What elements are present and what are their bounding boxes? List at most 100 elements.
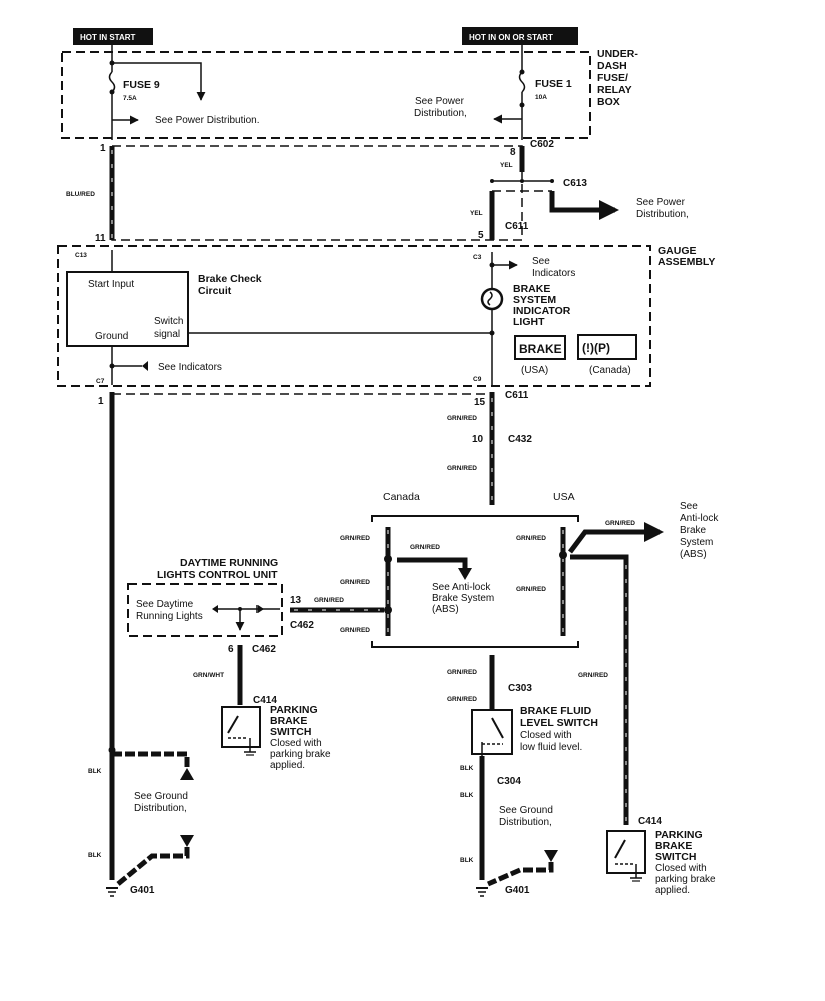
svg-text:GRN/RED: GRN/RED [447, 669, 477, 676]
svg-text:GAUGE: GAUGE [658, 245, 697, 257]
svg-text:GRN/RED: GRN/RED [447, 696, 477, 703]
svg-text:YEL: YEL [470, 210, 483, 217]
svg-text:System: System [680, 537, 713, 548]
svg-text:See Anti-lock: See Anti-lock [432, 582, 491, 593]
svg-text:FUSE 1: FUSE 1 [535, 78, 572, 90]
ground-g401-left: G401 [106, 885, 155, 897]
gauge-assembly-boundary [57, 245, 651, 387]
ground-distribution-right: See Ground Distribution, [486, 805, 558, 887]
svg-text:C7: C7 [96, 378, 105, 385]
svg-text:BLK: BLK [460, 857, 474, 864]
wire-yel-c611: YEL C611 5 [470, 191, 529, 241]
wire-to-power-distribution: See Power Distribution, [549, 191, 689, 220]
svg-text:C9: C9 [473, 376, 482, 383]
splice-c613: C613 [490, 178, 587, 192]
svg-text:FUSE 9: FUSE 9 [123, 79, 160, 91]
svg-text:parking brake: parking brake [270, 749, 331, 760]
svg-text:Running Lights: Running Lights [136, 611, 203, 622]
svg-text:C414: C414 [253, 695, 277, 706]
svg-text:10: 10 [472, 434, 484, 445]
wire-yel-c602: C602 8 YEL [500, 139, 554, 172]
wire-grn-red-trunk: 15 C611 GRN/RED 10 C432 GRN/RED [447, 390, 532, 505]
svg-text:DASH: DASH [597, 60, 627, 72]
svg-text:HOT IN ON OR START: HOT IN ON OR START [469, 33, 553, 42]
svg-text:See: See [680, 501, 698, 512]
svg-text:C611: C611 [505, 390, 529, 401]
wire-grn-wht: 6 C462 GRN/WHT C414 [193, 644, 277, 706]
svg-text:GRN/RED: GRN/RED [447, 465, 477, 472]
svg-text:Brake Check: Brake Check [198, 273, 262, 285]
svg-text:BRAKE: BRAKE [519, 342, 562, 356]
svg-text:(USA): (USA) [521, 365, 548, 376]
svg-text:See Ground: See Ground [134, 791, 188, 802]
svg-text:G401: G401 [505, 885, 530, 896]
connector-c13: C13 [75, 252, 87, 259]
svg-text:6: 6 [228, 644, 234, 655]
svg-text:Distribution,: Distribution, [636, 209, 689, 220]
svg-text:FUSE/: FUSE/ [597, 72, 628, 84]
wire-usa-parking: GRN/RED [570, 554, 629, 825]
svg-text:UNDER-: UNDER- [597, 48, 638, 60]
wire-usa: GRN/RED GRN/RED [516, 527, 567, 636]
hot-in-on-or-start-label: HOT IN ON OR START [462, 27, 578, 45]
svg-text:1: 1 [100, 143, 106, 154]
svg-text:USA: USA [553, 491, 575, 503]
svg-text:GRN/RED: GRN/RED [340, 627, 370, 634]
svg-text:See Daytime: See Daytime [136, 599, 194, 610]
wire-drl-c462: 13 GRN/RED C462 [290, 595, 384, 631]
svg-text:GRN/WHT: GRN/WHT [193, 672, 224, 679]
svg-text:DAYTIME RUNNING: DAYTIME RUNNING [180, 557, 278, 569]
svg-text:11: 11 [95, 233, 106, 244]
svg-text:See Power: See Power [636, 197, 686, 208]
svg-text:PARKING: PARKING [270, 704, 318, 716]
svg-text:Distribution,: Distribution, [499, 817, 552, 828]
harness-boundary-top [111, 145, 523, 241]
svg-text:Ground: Ground [95, 331, 128, 342]
wire-blu-red: 1 11 BLU/RED [66, 143, 115, 244]
svg-text:Start Input: Start Input [88, 279, 134, 290]
svg-text:Indicators: Indicators [532, 268, 575, 279]
canada-brake-symbol: (!)(P) (Canada) [577, 334, 637, 376]
canada-abs-branch: See Anti-lock Brake System (ABS) [397, 557, 494, 615]
svg-text:(Canada): (Canada) [589, 365, 631, 376]
brake-system-indicator-light: BRAKE SYSTEM INDICATOR LIGHT C9 [473, 283, 571, 385]
svg-text:INDICATOR: INDICATOR [513, 305, 571, 317]
svg-text:SWITCH: SWITCH [270, 726, 311, 738]
svg-text:Anti-lock: Anti-lock [680, 513, 719, 524]
svg-text:GRN/RED: GRN/RED [314, 597, 344, 604]
fuse-9: FUSE 9 7.5A See Power Distribution. [108, 45, 260, 140]
fuse-box-label: UNDER- DASH FUSE/ RELAY BOX [597, 48, 638, 108]
svg-text:ASSEMBLY: ASSEMBLY [658, 256, 715, 268]
svg-text:SYSTEM: SYSTEM [513, 294, 556, 306]
svg-text:Brake System: Brake System [432, 593, 494, 604]
ground-distribution-left: See Ground Distribution, [112, 751, 194, 886]
svg-text:Closed with: Closed with [270, 738, 322, 749]
svg-text:BLK: BLK [460, 792, 474, 799]
usa-abs-branch: GRN/RED See Anti-lock Brake System (ABS) [568, 501, 719, 560]
svg-text:BLK: BLK [88, 768, 102, 775]
wire-to-brake-fluid: GRN/RED C303 GRN/RED [447, 655, 532, 710]
svg-text:10A: 10A [535, 94, 547, 101]
svg-text:signal: signal [154, 329, 180, 340]
svg-text:GRN/RED: GRN/RED [516, 535, 546, 542]
svg-text:BLK: BLK [460, 765, 474, 772]
svg-text:parking brake: parking brake [655, 874, 716, 885]
brake-check-circuit: Start Input Ground Switch signal Brake C… [66, 271, 262, 347]
svg-text:BRAKE: BRAKE [655, 840, 692, 852]
svg-text:Closed with: Closed with [520, 730, 572, 741]
see-indicators-left: See Indicators C7 [96, 346, 222, 385]
svg-text:SWITCH: SWITCH [655, 851, 696, 863]
drl-control-unit: DAYTIME RUNNING LIGHTS CONTROL UNIT See … [127, 557, 283, 637]
svg-text:C304: C304 [497, 776, 521, 787]
svg-text:(ABS): (ABS) [680, 549, 707, 560]
svg-text:Switch: Switch [154, 316, 183, 327]
connector-c3: C3 [473, 254, 482, 261]
svg-text:C613: C613 [563, 178, 587, 189]
wire-blk-right: BLK C304 BLK BLK [460, 756, 521, 880]
fuse-1: FUSE 1 10A See Power Distribution, [414, 45, 572, 140]
wire-left-main: 1 BLK BLK [88, 392, 116, 880]
see-indicators-top: See Indicators [489, 252, 575, 290]
svg-text:C462: C462 [290, 620, 314, 631]
svg-text:C303: C303 [508, 683, 532, 694]
